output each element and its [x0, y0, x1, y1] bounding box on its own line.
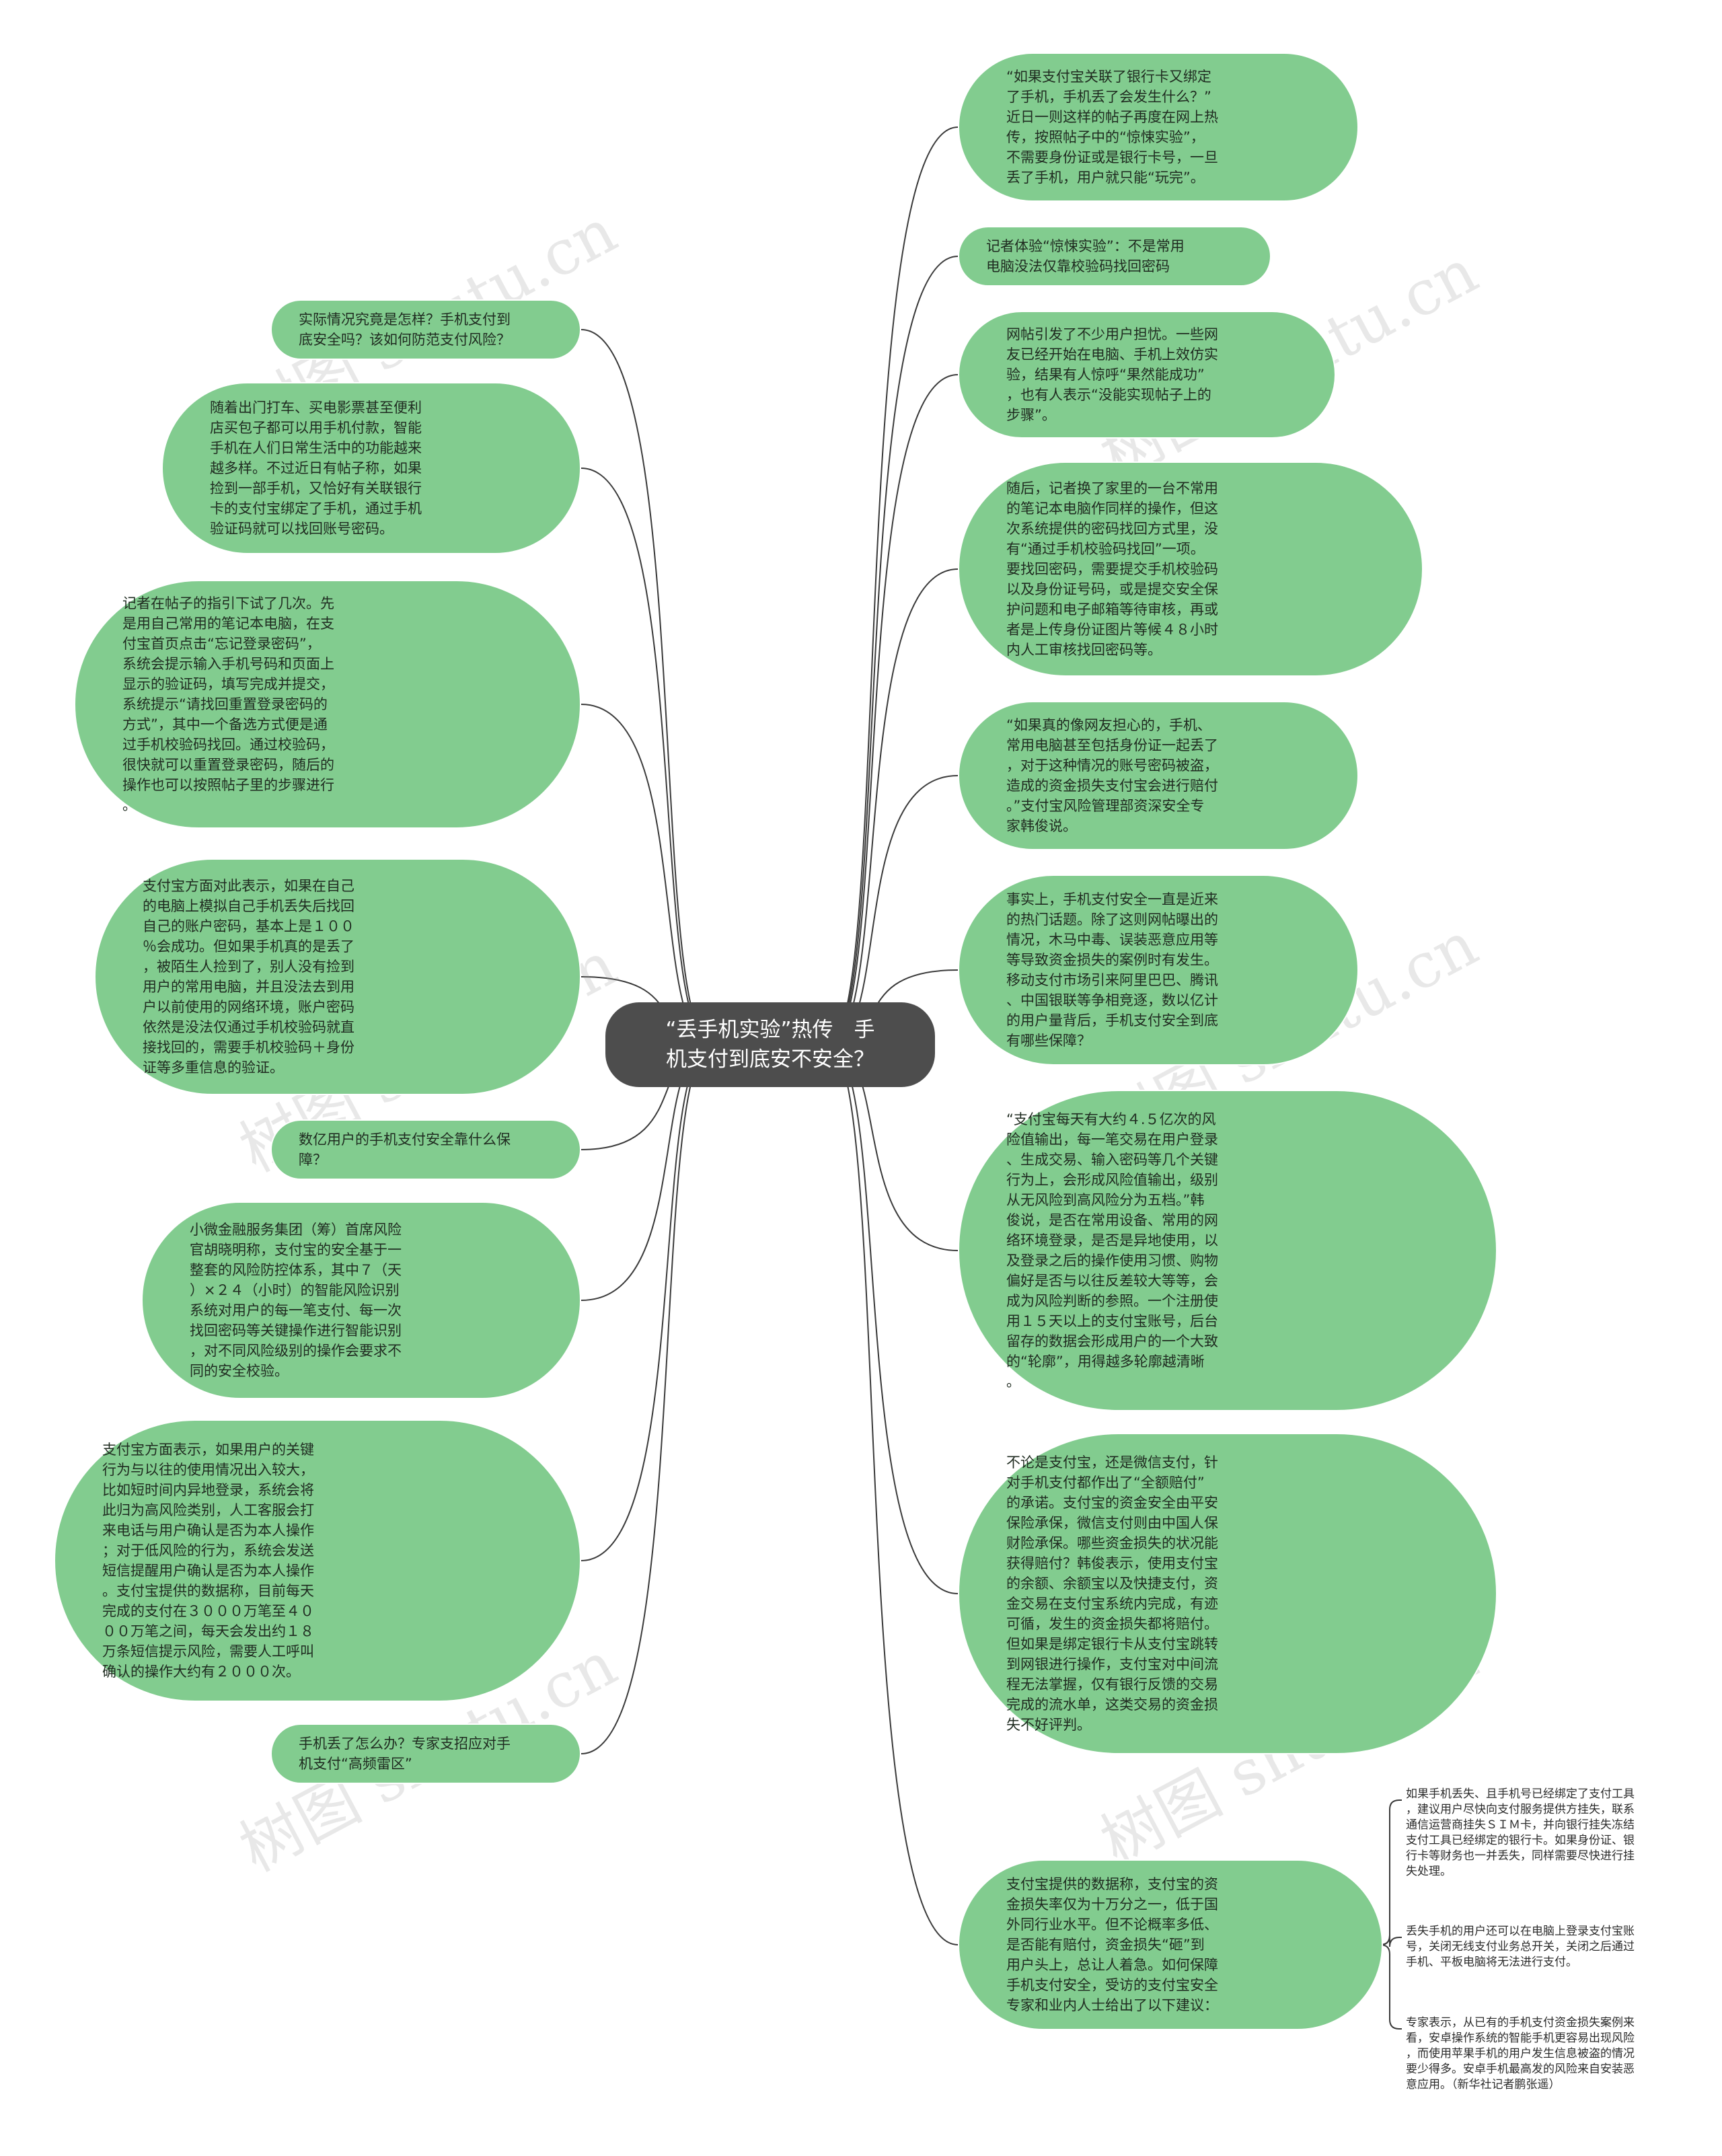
connector-line	[827, 1044, 959, 1594]
root-topic[interactable]: “丢手机实验”热传 手 机支付到底安不安全？	[605, 1002, 935, 1087]
connector-line	[827, 568, 959, 1045]
topic-node-text: 随后，记者换了家里的一台不常用 的笔记本电脑作同样的操作，但这 次系统提供的密码…	[1006, 480, 1218, 658]
leaf-note[interactable]: 如果手机丢失、且手机号已经绑定了支付工具 ，建议用户尽快向支付服务提供方挂失，联…	[1406, 1787, 1635, 1878]
leaf-connector-line	[1380, 1799, 1402, 1945]
connector-line	[827, 126, 959, 1045]
topic-node-text: 小微金融服务集团（筹）首席风险 官胡晓明称，支付宝的安全基于一 整套的风险防控体…	[190, 1222, 402, 1379]
topic-node-left[interactable]: 实际情况究竟是怎样？手机支付到 底安全吗？该如何防范支付风险？	[270, 299, 581, 360]
topic-node-left[interactable]: 记者在帖子的指引下试了几次。先 是用自己常用的笔记本电脑，在支 付宝首页点击“忘…	[74, 580, 581, 829]
topic-node-right[interactable]: “如果支付宝关联了银行卡又绑定 了手机，手机丢了会发生什么？” 近日一则这样的帖…	[958, 52, 1359, 202]
topic-node-right[interactable]: 事实上，手机支付安全一直是近来 的热门话题。除了这则网帖曝出的 情况，木马中毒、…	[958, 875, 1359, 1066]
connector-line	[581, 704, 714, 1045]
topic-node-right[interactable]: “支付宝每天有大约４.５亿次的风 险值输出，每一笔交易在用户登录 、生成交易、输…	[958, 1090, 1497, 1411]
topic-node-right[interactable]: 随后，记者换了家里的一台不常用 的笔记本电脑作同样的操作，但这 次系统提供的密码…	[958, 461, 1423, 677]
topic-node-left[interactable]: 支付宝方面表示，如果用户的关键 行为与以往的使用情况出入较大， 比如短时间内异地…	[54, 1419, 581, 1702]
connector-line	[581, 1044, 714, 1561]
topic-node-text: 支付宝提供的数据称，支付宝的资 金损失率仅为十万分之一，低于国 外同行业水平。但…	[1006, 1876, 1218, 2013]
topic-node-left[interactable]: 数亿用户的手机支付安全靠什么保 障？	[270, 1119, 581, 1180]
topic-node-text: 支付宝方面表示，如果用户的关键 行为与以往的使用情况出入较大， 比如短时间内异地…	[102, 1442, 314, 1680]
topic-node-text: “如果真的像网友担心的，手机、 常用电脑甚至包括身份证一起丢了 ，对于这种情况的…	[1006, 717, 1218, 834]
topic-node-left[interactable]: 小微金融服务集团（筹）首席风险 官胡晓明称，支付宝的安全基于一 整套的风险防控体…	[141, 1201, 581, 1399]
topic-node-text: 不论是支付宝，还是微信支付，针 对手机支付都作出了“全额赔付” 的承诺。支付宝的…	[1006, 1454, 1218, 1733]
leaf-note[interactable]: 专家表示，从已有的手机支付资金损失案例来 看，安卓操作系统的智能手机更容易出现风…	[1406, 2016, 1635, 2091]
connector-line	[581, 329, 714, 1045]
topic-node-left[interactable]: 手机丢了怎么办？专家支招应对手 机支付“高频雷区”	[270, 1723, 581, 1784]
topic-node-text: “支付宝每天有大约４.５亿次的风 险值输出，每一笔交易在用户登录 、生成交易、输…	[1006, 1111, 1218, 1390]
topic-node-text: “如果支付宝关联了银行卡又绑定 了手机，手机丢了会发生什么？” 近日一则这样的帖…	[1006, 69, 1218, 186]
topic-node-text: 实际情况究竟是怎样？手机支付到 底安全吗？该如何防范支付风险？	[299, 311, 511, 348]
topic-node-text: 网帖引发了不少用户担忧。一些网 友已经开始在电脑、手机上效仿实 验，结果有人惊呼…	[1006, 326, 1218, 423]
topic-node-right[interactable]: 支付宝提供的数据称，支付宝的资 金损失率仅为十万分之一，低于国 外同行业水平。但…	[958, 1859, 1383, 2030]
topic-node-text: 记者体验“惊悚实验”：不是常用 电脑没法仅靠校验码找回密码	[986, 238, 1185, 274]
leaf-connector-line	[1380, 1944, 1402, 2030]
connector-line	[827, 256, 959, 1045]
topic-node-text: 数亿用户的手机支付安全靠什么保 障？	[299, 1131, 511, 1168]
topic-node-left[interactable]: 随着出门打车、买电影票甚至便利 店买包子都可以用手机付款，智能 手机在人们日常生…	[161, 382, 581, 554]
topic-node-right[interactable]: 记者体验“惊悚实验”：不是常用 电脑没法仅靠校验码找回密码	[958, 226, 1271, 287]
topic-node-left[interactable]: 支付宝方面对此表示，如果在自己 的电脑上模拟自己手机丢失后找回 自己的账户密码，…	[94, 858, 581, 1095]
connector-line	[581, 468, 714, 1045]
root-topic-title: “丢手机实验”热传 手 机支付到底安不安全？	[665, 1018, 875, 1072]
leaf-connector-line	[1380, 1935, 1402, 1947]
topic-node-right[interactable]: 网帖引发了不少用户担忧。一些网 友已经开始在电脑、手机上效仿实 验，结果有人惊呼…	[958, 311, 1336, 439]
topic-node-text: 手机丢了怎么办？专家支招应对手 机支付“高频雷区”	[299, 1736, 511, 1772]
leaf-note[interactable]: 丢失手机的用户还可以在电脑上登录支付宝账 号，关闭无线支付业务总开关，关闭之后通…	[1406, 1925, 1635, 1969]
connector-line	[827, 374, 959, 1045]
topic-node-text: 随着出门打车、买电影票甚至便利 店买包子都可以用手机付款，智能 手机在人们日常生…	[210, 400, 422, 537]
topic-node-right[interactable]: “如果真的像网友担心的，手机、 常用电脑甚至包括身份证一起丢了 ，对于这种情况的…	[958, 701, 1359, 850]
topic-node-text: 记者在帖子的指引下试了几次。先 是用自己常用的笔记本电脑，在支 付宝首页点击“忘…	[122, 595, 334, 813]
topic-node-text: 事实上，手机支付安全一直是近来 的热门话题。除了这则网帖曝出的 情况，木马中毒、…	[1006, 891, 1218, 1049]
connector-line	[827, 1044, 959, 1945]
topic-node-text: 支付宝方面对此表示，如果在自己 的电脑上模拟自己手机丢失后找回 自己的账户密码，…	[143, 878, 354, 1076]
topic-node-right[interactable]: 不论是支付宝，还是微信支付，针 对手机支付都作出了“全额赔付” 的承诺。支付宝的…	[958, 1433, 1497, 1754]
connector-line	[581, 1044, 714, 1754]
